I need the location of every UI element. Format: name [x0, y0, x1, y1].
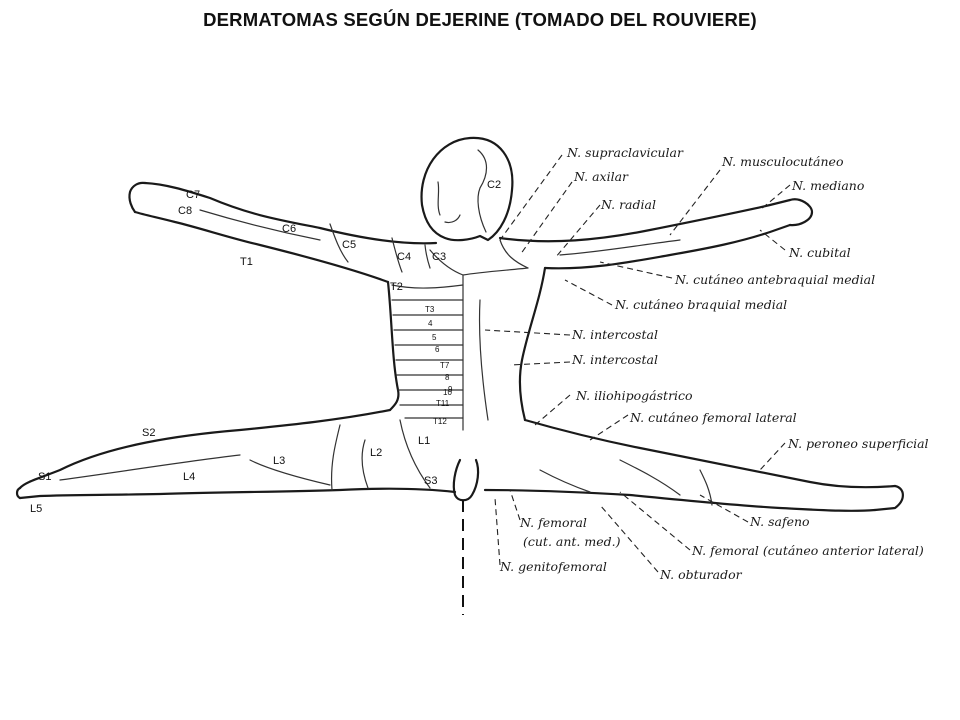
dermatome-l1: L1 — [418, 435, 430, 447]
right-leg-dermatome-lines — [539, 459, 713, 506]
dermatome-t6: 6 — [435, 345, 440, 354]
dermatome-t9: 9 — [448, 385, 453, 394]
dermatome-t10: 10 — [443, 388, 452, 397]
torso-left-outline — [386, 280, 400, 412]
label-n-cutaneo-braquial-medial: N. cutáneo braquial medial — [614, 297, 787, 312]
face-line — [437, 181, 461, 224]
right-arm-dermatome-lines — [559, 239, 681, 256]
label-n-cutaneo-antebraquial-medial: N. cutáneo antebraquial medial — [674, 272, 875, 287]
right-arm-upper-outline — [498, 198, 792, 243]
left-leg-upper-outline — [18, 408, 392, 490]
label-n-intercostal-1: N. intercostal — [571, 327, 658, 342]
dermatome-t2: T2 — [390, 281, 403, 293]
dermatome-t12: T12 — [433, 417, 447, 426]
label-n-femoral-cat-ant-med: (cut. ant. med.) — [523, 534, 621, 549]
dermatome-s3: S3 — [424, 475, 437, 487]
torso-right-outline — [518, 266, 547, 422]
dermatome-c7: C7 — [186, 189, 200, 201]
label-n-genitofemoral: N. genitofemoral — [499, 559, 607, 574]
dermatome-c5: C5 — [342, 239, 356, 251]
left-arm-lower-outline — [133, 210, 390, 284]
left-hand-outline — [128, 181, 147, 214]
left-arm-dermatome-lines — [199, 209, 431, 273]
label-n-musculocutaneo: N. musculocutáneo — [721, 154, 843, 169]
t2-band — [391, 284, 464, 289]
right-hand-outline — [788, 198, 814, 227]
left-leg-lower-outline — [18, 487, 457, 500]
label-n-femoral-cutaneo-anterior-lateral: N. femoral (cutáneo anterior lateral) — [691, 543, 924, 558]
dermatome-c8: C8 — [178, 205, 192, 217]
dermatome-t1: T1 — [240, 256, 253, 268]
c2-boundary — [477, 149, 488, 233]
c4-c3-region — [429, 239, 529, 276]
label-n-mediano: N. mediano — [791, 178, 864, 193]
thoracic-bands — [391, 299, 464, 419]
right-foot-outline — [873, 484, 904, 512]
dermatome-s1: S1 — [38, 471, 51, 483]
left-leg-dermatome-lines — [59, 419, 431, 491]
dermatome-c3: C3 — [432, 251, 446, 263]
dermatome-t7: T7 — [440, 361, 450, 370]
label-n-supraclavicular: N. supraclavicular — [566, 145, 684, 160]
head-outline — [420, 136, 514, 242]
label-n-cutaneo-femoral-lateral: N. cutáneo femoral lateral — [629, 410, 797, 425]
label-n-peroneo-superficial: N. peroneo superficial — [787, 436, 929, 451]
dermatome-t4: 4 — [428, 319, 433, 328]
label-n-iliohipogastrico: N. iliohipogástrico — [575, 388, 693, 403]
genital-outline — [452, 458, 480, 502]
label-n-safeno: N. safeno — [749, 514, 810, 529]
dermatome-c2: C2 — [487, 179, 501, 191]
dermatome-l5: L5 — [30, 503, 42, 515]
dermatome-l2: L2 — [370, 447, 382, 459]
right-arm-lower-outline — [543, 223, 792, 270]
left-foot-outline — [15, 486, 22, 500]
dermatome-t5: 5 — [432, 333, 437, 342]
torso-midline-box — [462, 267, 529, 431]
dermatome-l4: L4 — [183, 471, 195, 483]
dermatome-s2: S2 — [142, 427, 155, 439]
label-n-axilar: N. axilar — [573, 169, 629, 184]
page-title: DERMATOMAS SEGÚN DEJERINE (TOMADO DEL RO… — [203, 9, 757, 30]
right-leg-upper-outline — [523, 418, 897, 489]
dermatome-t8: 8 — [445, 373, 450, 382]
dermatome-c6: C6 — [282, 223, 296, 235]
label-n-femoral: N. femoral — [519, 515, 587, 530]
right-leg-lower-outline — [483, 488, 877, 512]
label-n-radial: N. radial — [600, 197, 656, 212]
label-n-obturador: N. obturador — [659, 567, 743, 582]
dermatome-t11: T11 — [436, 399, 450, 408]
dermatome-t3: T3 — [425, 305, 435, 314]
leader-lines — [484, 154, 791, 573]
left-arm-upper-outline — [143, 181, 438, 245]
dermatome-c4: C4 — [397, 251, 411, 263]
label-n-cubital: N. cubital — [788, 245, 851, 260]
label-n-intercostal-2: N. intercostal — [571, 352, 658, 367]
dermatome-l3: L3 — [273, 455, 285, 467]
